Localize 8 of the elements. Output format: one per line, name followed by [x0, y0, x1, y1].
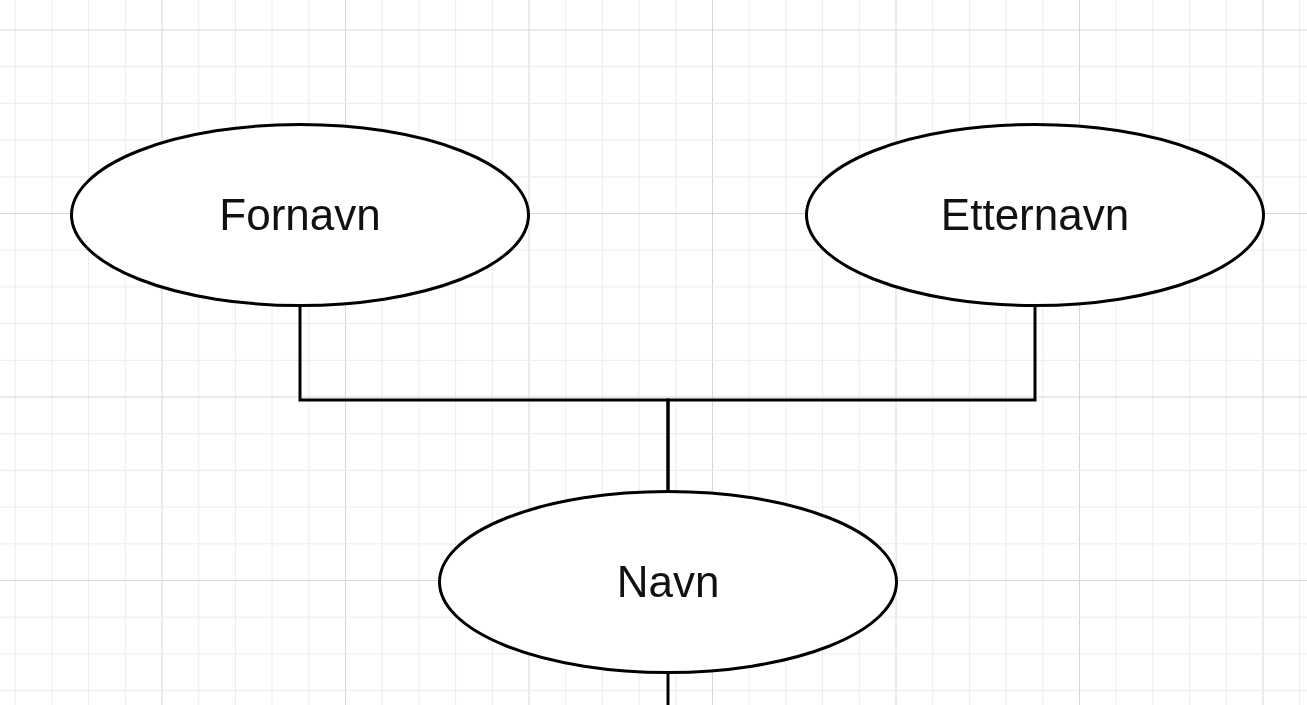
attribute-name: Navn: [616, 557, 720, 607]
attribute-ellipse: [70, 123, 530, 307]
connector-line: [666, 674, 670, 705]
attribute-name: Etternavn: [940, 190, 1130, 240]
attribute-name: Fornavn: [219, 190, 381, 240]
connector-line: [666, 307, 1037, 490]
attribute-ellipse: [438, 490, 898, 674]
attribute-ellipse: [805, 123, 1265, 307]
